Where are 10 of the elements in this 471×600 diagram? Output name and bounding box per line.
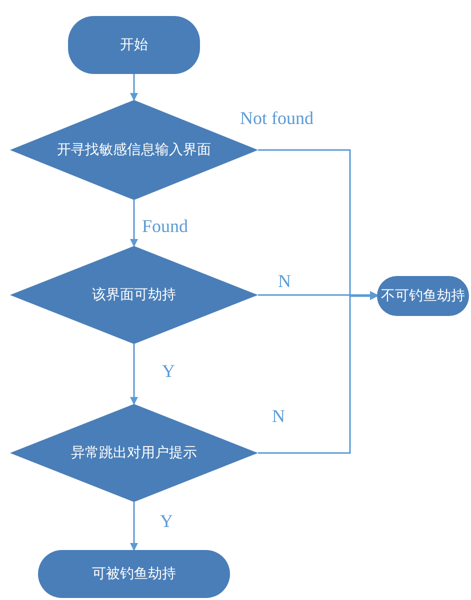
arrow <box>130 344 138 405</box>
arrow <box>130 502 138 551</box>
arrow <box>130 200 138 247</box>
arrow <box>130 74 138 101</box>
end-terminal: 可被钓鱼劫持 <box>38 550 230 598</box>
end-terminal: 不可钓鱼劫持 <box>377 276 469 316</box>
start-terminal: 开始 <box>68 16 200 74</box>
decision-diamond: 该界面可劫持 <box>10 246 258 344</box>
decision-diamond: 异常跳出对用户提示 <box>10 404 258 502</box>
arrow <box>258 291 378 299</box>
